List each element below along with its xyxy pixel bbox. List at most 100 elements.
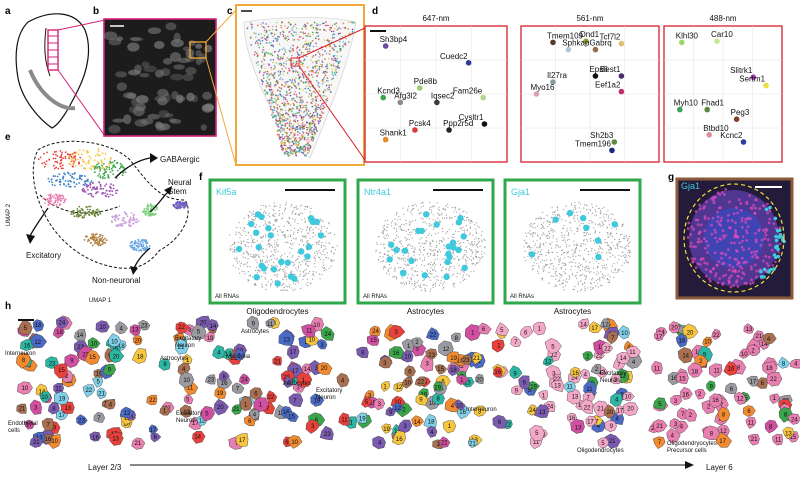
all-rna-dot — [424, 230, 426, 232]
rna-dot — [305, 139, 308, 142]
all-rna-dot — [292, 282, 295, 284]
umap-point — [83, 184, 86, 187]
rna-dot — [305, 40, 307, 42]
all-rna-dot — [426, 269, 428, 271]
umap-point — [73, 173, 76, 175]
rna-spot — [690, 257, 694, 260]
all-rna-dot — [528, 251, 530, 253]
all-rna-dot — [547, 237, 549, 239]
all-rna-dot — [263, 211, 265, 214]
rna-spot — [767, 264, 771, 268]
all-rna-dot — [614, 268, 616, 270]
rna-dot — [269, 82, 272, 84]
gene-spot — [445, 243, 452, 250]
rna-dot — [309, 125, 311, 127]
all-rna-dot — [420, 212, 422, 214]
all-rna-dot — [293, 262, 295, 264]
all-rna-dot — [477, 238, 479, 240]
rna-dot — [289, 85, 291, 88]
all-rna-dot — [586, 240, 589, 243]
all-rna-dot — [312, 278, 314, 280]
rna-dot — [307, 32, 310, 35]
rna-dot — [312, 61, 314, 64]
all-rna-dot — [621, 246, 623, 248]
rna-dot — [300, 97, 302, 99]
rna-dot — [267, 34, 270, 36]
all-rna-dot — [261, 237, 263, 239]
all-rna-dot — [527, 253, 530, 255]
all-rna-dot — [414, 219, 416, 221]
all-rna-dot — [615, 271, 617, 274]
rna-dot — [296, 107, 298, 110]
rna-dot — [307, 131, 309, 133]
all-rna-dot — [469, 227, 471, 229]
all-rna-dot — [608, 245, 610, 247]
all-rna-dot — [419, 238, 421, 240]
all-rna-dot — [316, 243, 318, 246]
all-rna-dot — [606, 244, 609, 246]
umap-point — [66, 171, 69, 174]
rna-dot — [263, 37, 266, 40]
rna-dot — [292, 114, 294, 117]
umap-point — [64, 180, 67, 182]
all-rna-dot — [575, 208, 577, 210]
all-rna-dot — [459, 258, 461, 261]
all-rna-dot — [255, 284, 257, 286]
all-rna-dot — [578, 267, 580, 269]
all-rna-dot — [409, 220, 411, 223]
all-rna-dot — [322, 262, 324, 264]
all-rna-dot — [594, 231, 597, 233]
all-rna-dot — [408, 264, 410, 266]
all-rna-dot — [604, 239, 606, 241]
all-rna-dot — [481, 251, 483, 253]
all-rna-dot — [607, 236, 609, 238]
all-rna-dot — [559, 277, 561, 279]
all-rna-dot — [547, 234, 549, 236]
rna-dot — [298, 92, 301, 94]
all-rna-dot — [432, 228, 435, 230]
all-rna-dot — [530, 234, 532, 236]
all-rna-dot — [592, 287, 594, 289]
all-rna-dot — [563, 262, 565, 264]
all-rna-dot — [432, 249, 434, 251]
all-rna-dot — [581, 269, 583, 271]
umap-point — [64, 155, 67, 158]
umap-point — [112, 161, 114, 164]
rna-dot — [272, 40, 275, 42]
all-rna-dot — [380, 261, 382, 263]
all-rna-dot — [437, 250, 439, 252]
rna-dot — [335, 71, 338, 74]
rna-dot — [311, 98, 314, 101]
umap-point — [143, 208, 146, 210]
all-rna-dot — [557, 280, 559, 282]
all-rna-dot — [243, 270, 245, 273]
all-rna-dot — [462, 274, 465, 276]
all-rna-dot — [576, 227, 578, 230]
rna-spot — [716, 220, 719, 224]
rna-dot — [310, 138, 313, 141]
rna-dot — [325, 21, 327, 23]
rna-dot — [300, 102, 303, 104]
all-rna-dot — [292, 210, 294, 212]
all-rna-dot — [408, 223, 410, 225]
gene-label-Fam26e: Fam26e — [453, 87, 483, 96]
all-rna-dot — [302, 275, 304, 277]
all-rna-dot — [304, 205, 306, 208]
all-rna-dot — [290, 239, 292, 241]
rna-dot — [308, 48, 311, 50]
umap-point — [106, 166, 108, 168]
all-rna-dot — [559, 280, 561, 282]
rna-dot — [276, 39, 278, 41]
all-rna-dot — [284, 235, 286, 237]
rna-dot — [322, 105, 325, 107]
rna-dot — [279, 78, 281, 80]
all-rna-dot — [591, 279, 593, 281]
all-rna-dot — [571, 266, 573, 268]
all-rna-dot — [284, 237, 286, 239]
all-rna-dot — [410, 267, 412, 269]
rna-dot — [270, 72, 272, 75]
cell-blob — [165, 22, 177, 31]
rna-dot — [294, 134, 296, 136]
gene-spot — [291, 275, 298, 282]
all-rna-dot — [470, 243, 472, 245]
